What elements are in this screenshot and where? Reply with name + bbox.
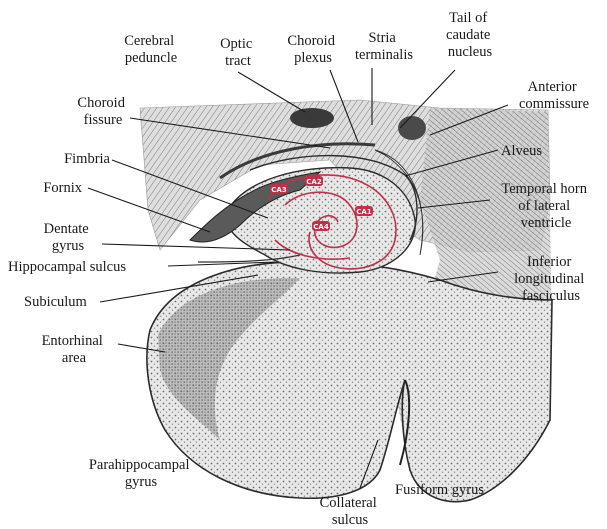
tissue-illustration [140, 100, 552, 502]
caudate-tail-shape [398, 116, 426, 140]
label-choroid-plexus: Choroid plexus [287, 33, 338, 66]
label-fornix: Fornix [43, 180, 82, 196]
label-fusiform: Fusiform gyrus [395, 482, 484, 498]
label-stria-terminalis: Stria terminalis [355, 30, 413, 63]
optic-tract-shape [290, 108, 334, 128]
label-entorhinal: Entorhinal area [42, 333, 107, 366]
ca4-label: CA4 [313, 223, 329, 231]
label-parahippocampal: Parahippocampal gyrus [89, 457, 193, 490]
label-anterior-commissure: Anterior commissure [519, 79, 589, 112]
ca1-label: CA1 [356, 208, 372, 216]
label-hippocampal-sulcus: Hippocampal sulcus [8, 259, 126, 275]
label-alveus: Alveus [501, 143, 542, 159]
ca2-label: CA2 [306, 178, 322, 186]
label-fimbria: Fimbria [64, 151, 110, 167]
label-cerebral-peduncle: Cerebral peduncle [124, 33, 178, 66]
label-dentate-gyrus: Dentate gyrus [44, 221, 93, 254]
label-collateral-sulcus: Collateral sulcus [320, 495, 381, 528]
label-subiculum: Subiculum [24, 294, 88, 310]
ca3-label: CA3 [271, 186, 287, 194]
label-optic-tract: Optic tract [220, 36, 256, 69]
label-tail-caudate: Tail of caudate nucleus [446, 10, 494, 60]
label-choroid-fissure: Choroid fissure [77, 95, 128, 128]
